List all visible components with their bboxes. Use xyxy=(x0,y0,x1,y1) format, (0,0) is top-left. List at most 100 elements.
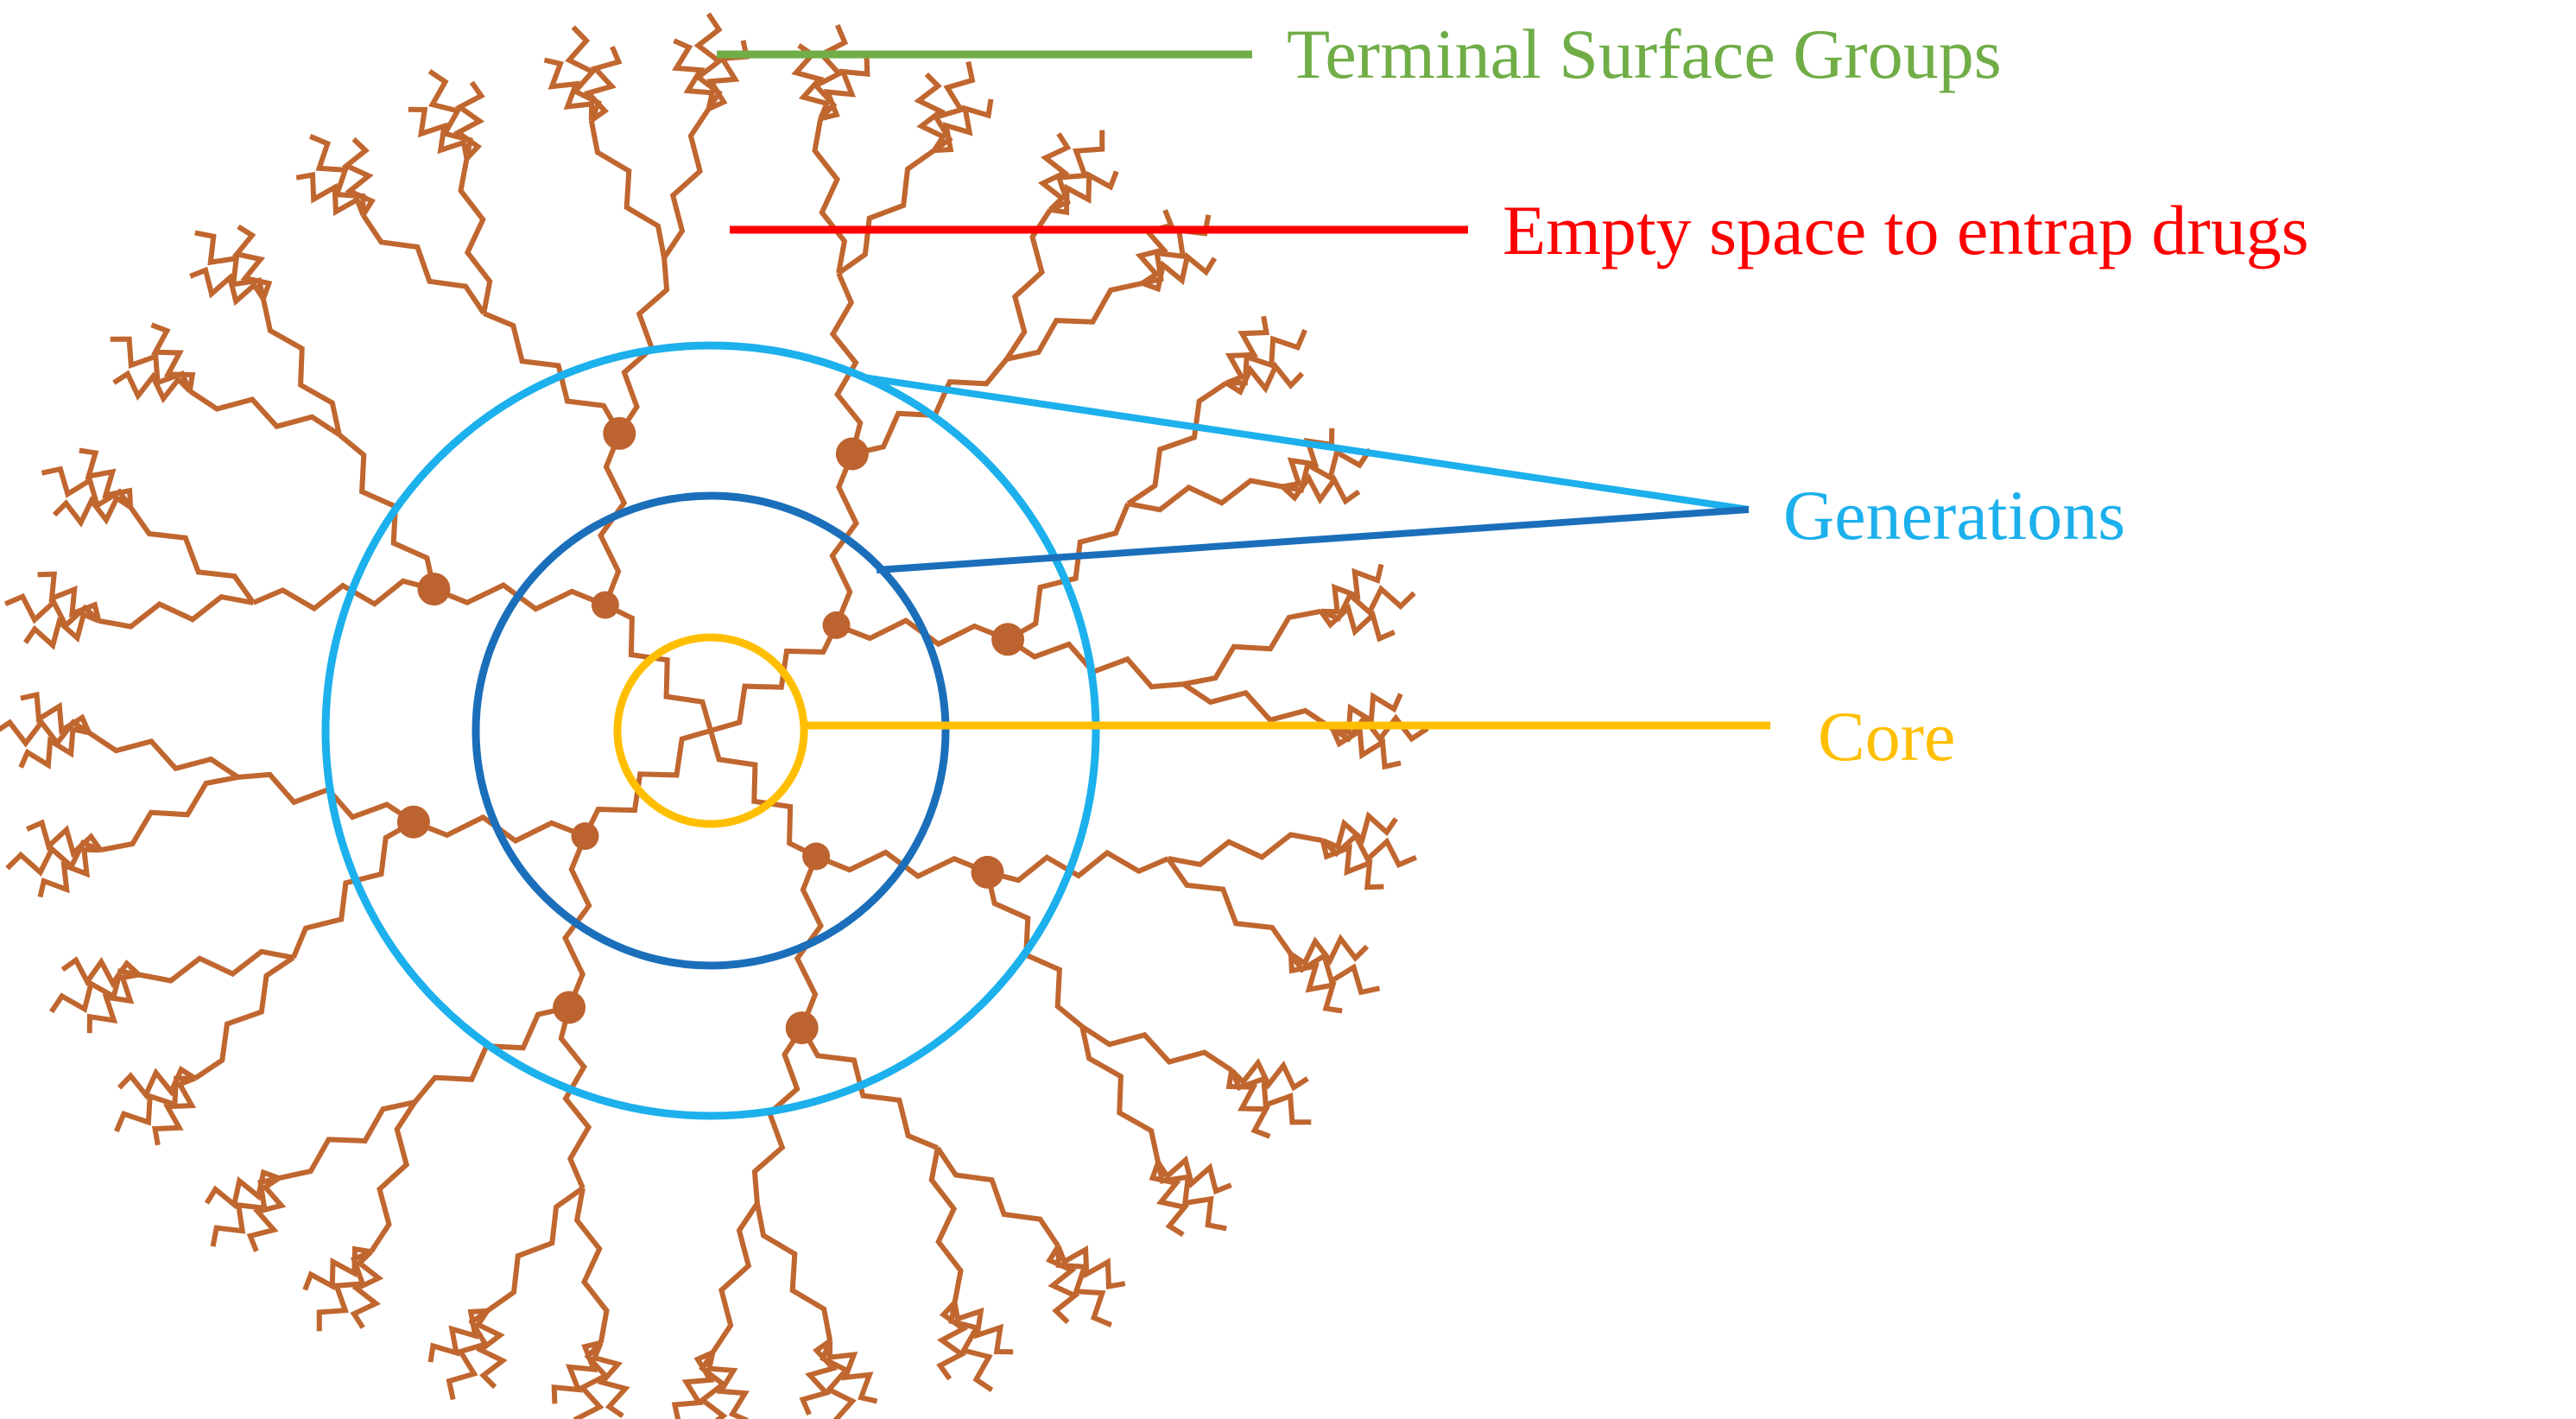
generation-2-branch xyxy=(986,849,1169,884)
generations-label: Generations xyxy=(1783,476,2125,554)
generation-2-branch xyxy=(291,820,415,959)
terminal-surface-group xyxy=(1055,1245,1126,1290)
generation-3-branch xyxy=(188,389,341,437)
generation-3-branch xyxy=(1181,681,1334,732)
dendrimer-branches xyxy=(0,12,1429,1419)
terminal-surface-group xyxy=(1046,1245,1080,1325)
generation-3-branch xyxy=(361,213,486,315)
core-branch xyxy=(708,730,818,859)
generation-3-branch xyxy=(1126,381,1228,506)
terminal-surface-group xyxy=(551,1340,602,1404)
generation-1-node xyxy=(971,855,1004,889)
generation-3-branch xyxy=(812,117,848,274)
terminal-surface-group xyxy=(1141,251,1218,293)
terminal-surface-group xyxy=(1332,692,1403,736)
core-branch xyxy=(710,624,839,733)
generation-3-branch xyxy=(1168,832,1324,868)
generation-2-branch xyxy=(800,1026,939,1150)
outer-generation-ring xyxy=(321,341,1100,1120)
generation-3-branch xyxy=(138,948,294,984)
generation-3-branch xyxy=(260,298,342,435)
terminal-surface-group xyxy=(453,80,485,161)
generation-3-branch xyxy=(837,148,936,276)
terminal-surface-group xyxy=(150,322,196,392)
generation-2-branch xyxy=(851,357,1010,457)
core-branch-node xyxy=(571,822,599,851)
terminal-surface-group xyxy=(936,1301,969,1381)
generation-2-branch xyxy=(1006,503,1130,642)
terminal-surface-group xyxy=(427,1308,488,1363)
terminal-surface-group xyxy=(86,972,140,1034)
generation-1-node xyxy=(835,437,869,471)
generation-1-node xyxy=(991,623,1025,656)
terminal-surface-group xyxy=(204,1169,281,1210)
generation-3-branch xyxy=(128,505,256,605)
inner-generation-ring xyxy=(472,491,950,970)
generation-3-branch xyxy=(573,1188,610,1344)
terminal-surface-group xyxy=(20,691,92,735)
terminal-surface-group xyxy=(934,98,994,154)
terminal-surface-group xyxy=(799,1339,839,1416)
terminal-surface-group xyxy=(1230,1057,1309,1092)
terminal-surface-group xyxy=(591,1341,630,1418)
terminal-surface-group xyxy=(672,38,716,110)
generation-3-branch xyxy=(661,107,712,260)
terminal-surface-group xyxy=(706,1352,750,1419)
terminal-surface-group xyxy=(112,370,192,404)
core-branch xyxy=(604,602,713,732)
terminal-surface-group xyxy=(1288,953,1343,1014)
generation-1-node xyxy=(785,1011,819,1045)
generation-3-branch xyxy=(193,955,295,1080)
terminal-surface-group xyxy=(295,171,366,217)
terminal-surface-group xyxy=(583,46,623,123)
terminal-surface-group xyxy=(23,611,100,650)
generations-leader-inner xyxy=(876,506,1750,573)
generation-2-branch xyxy=(252,578,435,612)
terminal-surface-group xyxy=(1049,170,1119,216)
terminal-surface-group xyxy=(37,571,102,622)
generation-3-branch xyxy=(935,1146,1060,1248)
terminal-surface-group xyxy=(350,1250,384,1329)
generation-1-node xyxy=(417,573,451,606)
generation-2-branch xyxy=(984,871,1085,1029)
terminal-surface-group xyxy=(914,72,947,152)
terminal-surface-group xyxy=(543,57,595,121)
generation-3-branch xyxy=(1182,608,1322,687)
branch-nodes xyxy=(396,416,1025,1045)
generation-3-branch xyxy=(1079,1026,1161,1163)
terminal-surface-group xyxy=(826,1340,878,1404)
generation-3-branch xyxy=(710,1201,760,1354)
terminal-surface-group xyxy=(1225,361,1305,396)
terminal-surface-group xyxy=(1321,811,1398,851)
terminal-surface-group xyxy=(1320,839,1384,890)
generation-2-branch xyxy=(337,432,437,590)
terminal-surface-group xyxy=(1149,1161,1190,1238)
terminal-surface-group xyxy=(671,1350,715,1419)
terminal-surface-group xyxy=(1319,603,1396,643)
terminal-surface-group xyxy=(1037,132,1072,212)
generation-2-branch xyxy=(829,272,864,455)
terminal-surface-group xyxy=(1320,563,1384,615)
terminal-surface-group xyxy=(408,106,470,160)
core-label: Core xyxy=(1818,697,1955,776)
generation-3-branch xyxy=(1080,1024,1233,1073)
core-branch-node xyxy=(802,842,831,871)
core-branch xyxy=(582,728,712,838)
terminal-surface-group xyxy=(820,1340,857,1419)
empty-space-label: Empty space to entrap drugs xyxy=(1503,191,2309,269)
terminal-surface-group xyxy=(1289,934,1370,967)
terminal-surface-group xyxy=(474,1309,508,1390)
terminal-surface-group xyxy=(820,57,870,122)
generation-3-branch xyxy=(1166,857,1294,956)
generation-2-branch xyxy=(412,1004,570,1105)
terminal-surface-group xyxy=(1330,726,1402,770)
terminal-surface-group xyxy=(1155,1155,1232,1195)
generation-3-branch xyxy=(278,1099,415,1181)
terminal-surface-group xyxy=(189,266,266,307)
core-branch-node xyxy=(591,591,619,619)
terminal-surface-group xyxy=(952,1302,1014,1355)
generation-1-node xyxy=(396,805,430,839)
terminal-surface-group xyxy=(1225,315,1270,386)
